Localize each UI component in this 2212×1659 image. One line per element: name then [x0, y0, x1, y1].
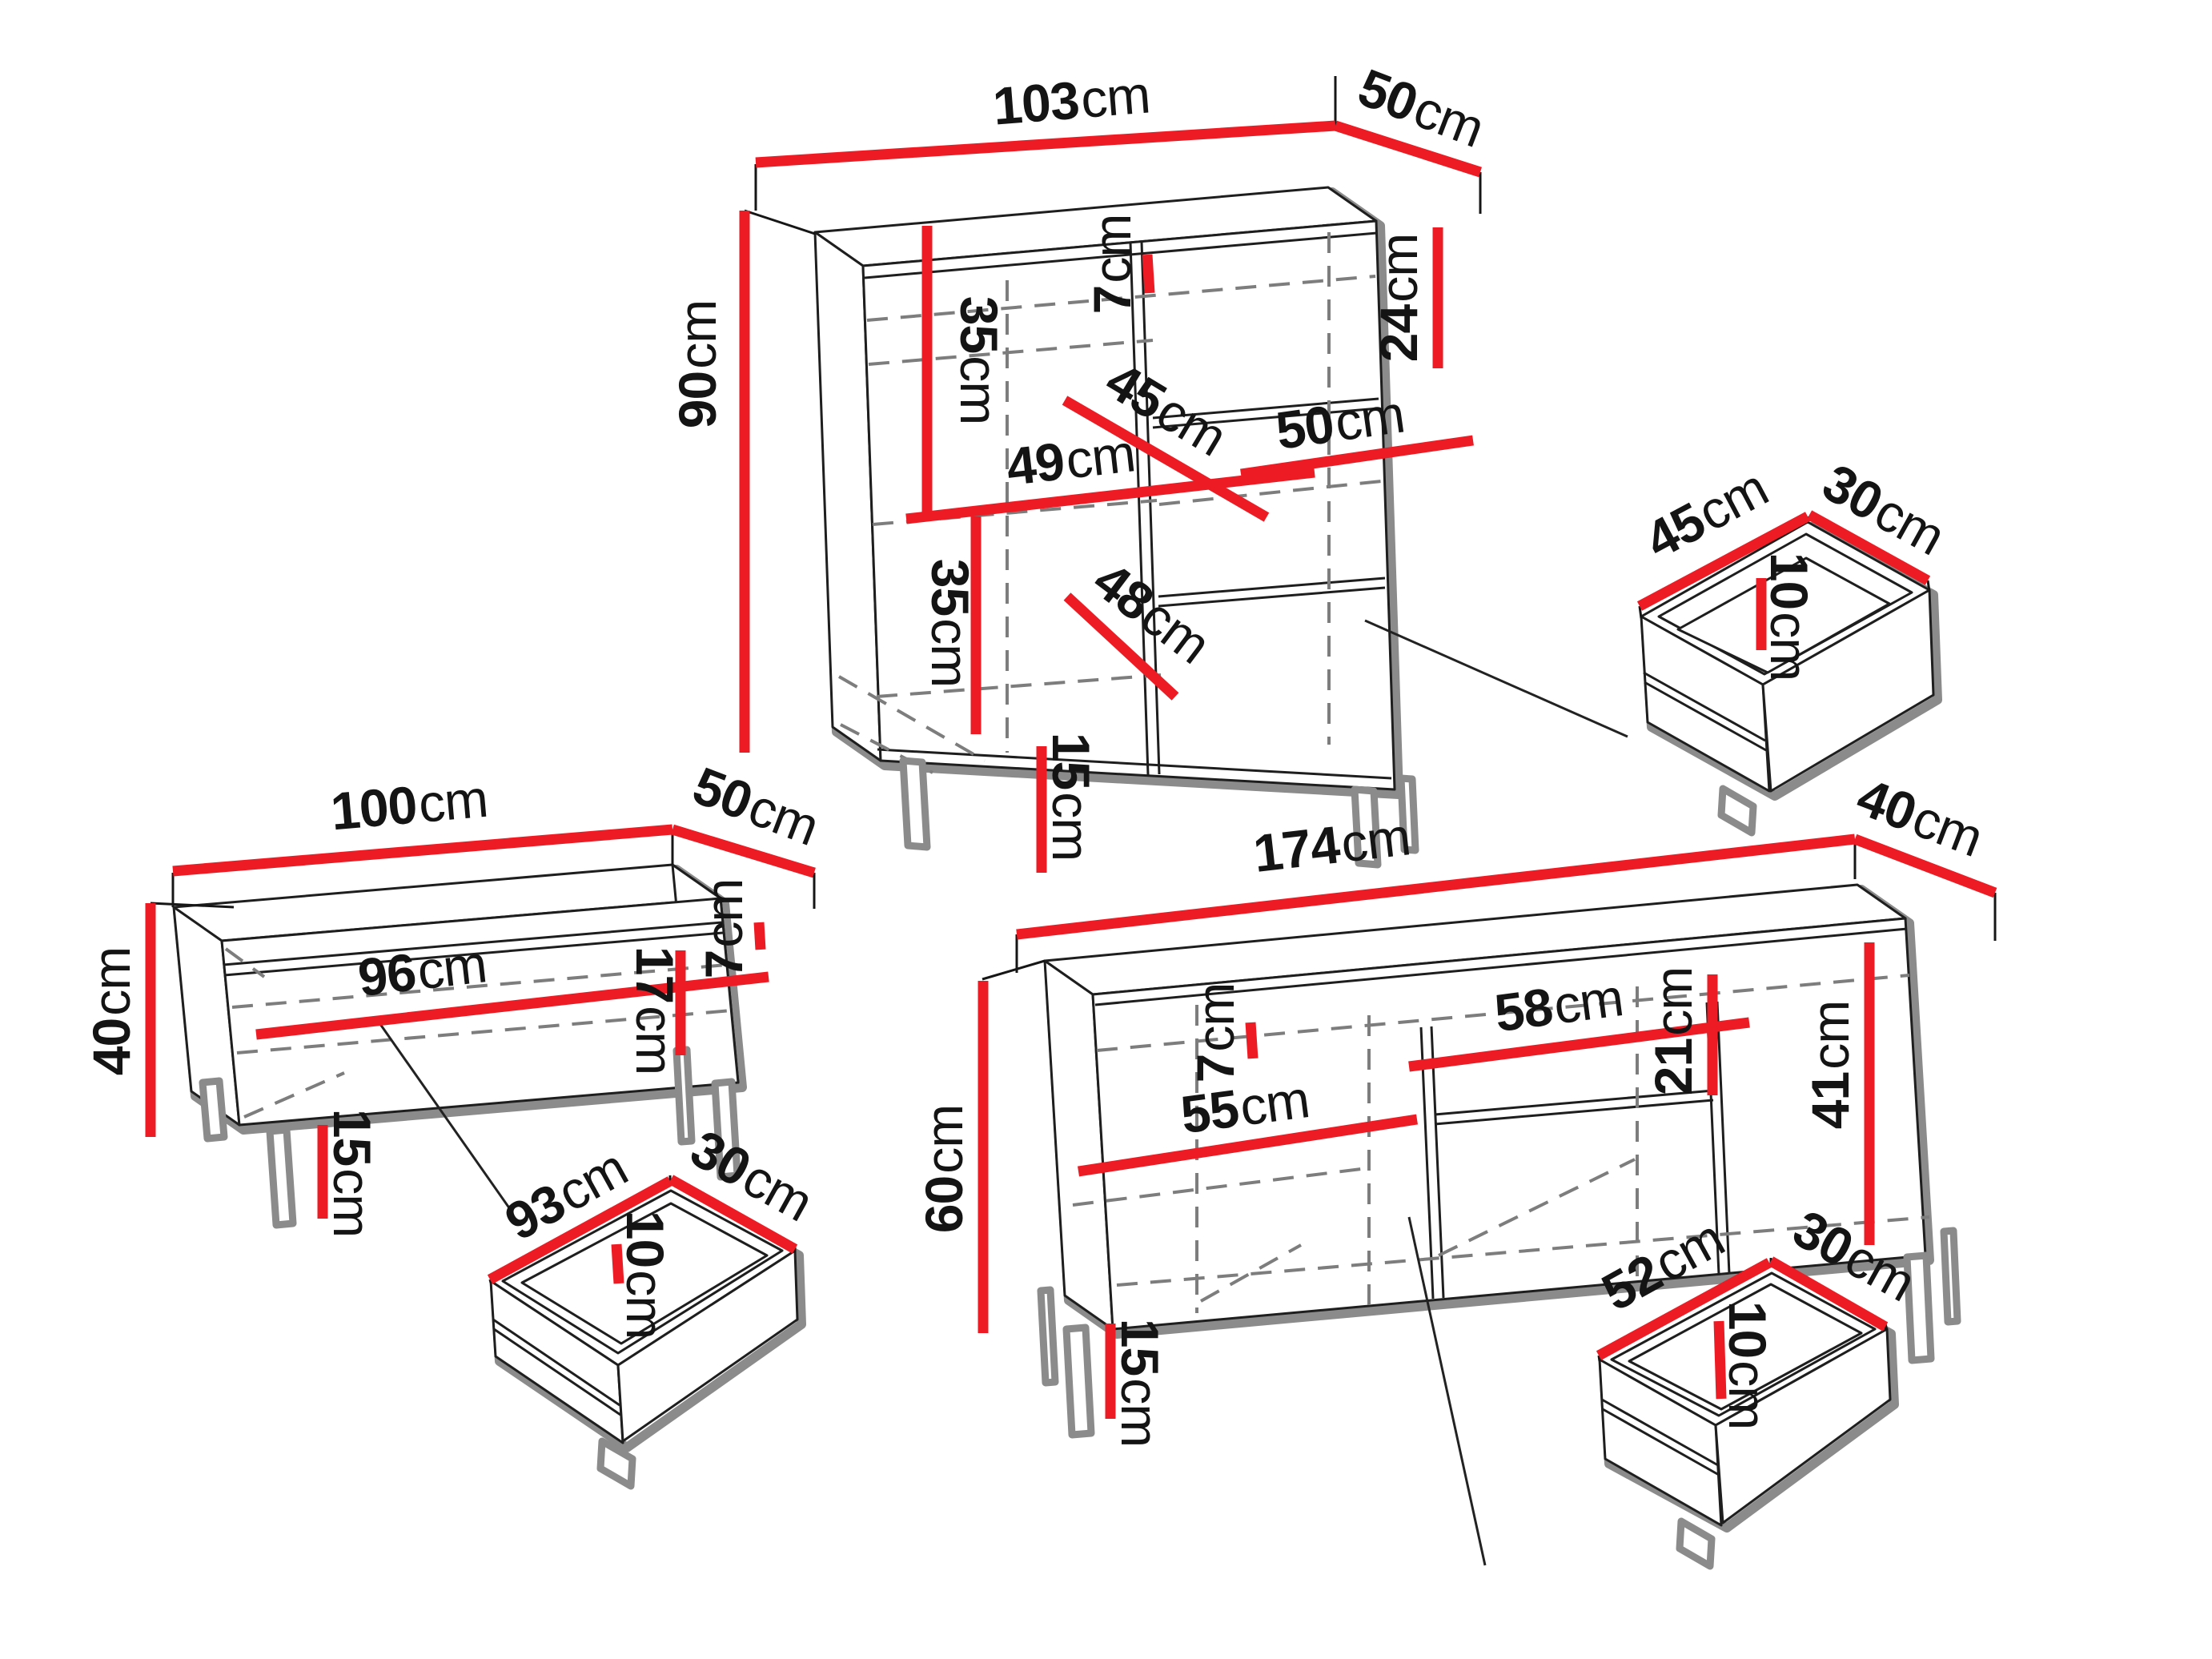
- tv-stand-leg-label: 15cm: [1110, 1319, 1170, 1447]
- sideboard-height-label: 90cm: [668, 300, 727, 428]
- small-drawer-panel-seam: [1643, 671, 1767, 752]
- coffee-table-leg-front-right: [711, 1078, 741, 1181]
- tv-stand-leg-back-left: [1037, 1286, 1059, 1387]
- small-drawer-height-label: 10cm: [1760, 552, 1819, 681]
- medium-drawer-right-panel: [1714, 1328, 1892, 1524]
- coffee-table-hidden-lines: [224, 947, 733, 1119]
- sideboard-leg-back: [1397, 774, 1419, 854]
- sideboard-top-drawer-label: 24cm: [1369, 234, 1428, 362]
- tv-stand-middle-width-dimension-line: [1408, 1017, 1750, 1072]
- coffee-table-slab-seam: [223, 921, 724, 977]
- coffee-table-width-label: 100cm: [328, 769, 490, 842]
- coffee-table-witness-lines: [150, 831, 816, 909]
- tv-stand-height-label: 60cm: [914, 1105, 974, 1233]
- tv-stand: 174cm 40cm 60cm 7cm 58cm 21cm 41cm 55cm …: [914, 766, 1997, 1566]
- medium-drawer-depth-dimension-line: [1768, 1256, 1889, 1332]
- tv-stand-drawer-seam: [1434, 1089, 1714, 1126]
- tv-stand-middle-width-label: 58cm: [1491, 967, 1627, 1042]
- sideboard-witness-lines: [744, 76, 1482, 235]
- coffee-table-depth-dimension-line: [671, 824, 816, 878]
- tv-stand-depth-dimension-line: [1853, 834, 1997, 898]
- tv-stand-leg-front-left: [1062, 1324, 1095, 1439]
- sideboard-drawer-seams: [1152, 397, 1386, 608]
- sideboard-hidden-verticals: [1006, 232, 1331, 753]
- long-drawer-height-label: 10cm: [616, 1211, 675, 1339]
- tv-stand-drawer-height-label: 21cm: [1644, 967, 1703, 1095]
- coffee-table-inner-height-label: 17cm: [625, 946, 684, 1075]
- long-drawer-depth-dimension-line: [668, 1175, 798, 1254]
- long-drawer-bottom: [520, 1202, 769, 1345]
- sideboard-top-inset-dimension-line: [1142, 254, 1155, 294]
- long-drawer: 93cm 30cm 10cm: [487, 1119, 822, 1490]
- small-drawer-depth-dimension-line: [1806, 510, 1931, 585]
- medium-drawer: 52cm 30cm 10cm: [1592, 1199, 1925, 1570]
- tv-stand-hidden-depth-lines: [1072, 1158, 1930, 1303]
- tv-stand-door-width-dimension-line: [1078, 1114, 1418, 1177]
- coffee-table-leg-back-left: [199, 1077, 228, 1143]
- tv-stand-door-inner-height-label: 41cm: [1801, 1001, 1860, 1129]
- small-drawer-right-panel: [1761, 588, 1935, 793]
- long-drawer-right-panel: [616, 1249, 799, 1443]
- sideboard-drawer-width-label: 50cm: [1272, 384, 1407, 460]
- small-drawer-front-panel: [1640, 615, 1771, 793]
- medium-drawer-height-label: 10cm: [1718, 1301, 1777, 1429]
- coffee-table-leg-front-left: [266, 1126, 297, 1229]
- sideboard-leg-left: [899, 757, 931, 851]
- connector-sideboard-to-small-drawer: [1364, 619, 1628, 738]
- sideboard-upper-section-label: 35cm: [949, 296, 1009, 424]
- sideboard-depth-label: 50cm: [1351, 57, 1491, 159]
- sideboard-depth-dimension-line: [1334, 120, 1482, 178]
- tv-stand-leg-front-right: [1903, 1251, 1935, 1364]
- small-drawer-foot: [1717, 785, 1757, 837]
- small-drawer: 45cm 30cm 10cm: [1636, 452, 1954, 837]
- sideboard: 103cm 50cm 90cm 7cm 35cm 24cm 45cm 49cm …: [668, 57, 1628, 873]
- medium-drawer-panel-seam: [1601, 1398, 1720, 1476]
- medium-drawer-height-dimension-line: [1713, 1320, 1727, 1400]
- sideboard-bottom-edge-line: [877, 748, 1392, 780]
- tv-stand-top-inset-label: 7cm: [1186, 983, 1245, 1083]
- coffee-table-inner-width-label: 96cm: [355, 934, 490, 1007]
- sideboard-top-inset-label: 7cm: [1082, 215, 1142, 315]
- tv-stand-top-inset-dimension-line: [1245, 1022, 1259, 1059]
- tv-stand-width-dimension-line: [1016, 834, 1856, 940]
- sideboard-hidden-top-line: [866, 275, 1376, 322]
- tv-stand-section-dividers: [1419, 1001, 1731, 1299]
- coffee-table-leg-label: 15cm: [323, 1109, 382, 1237]
- medium-drawer-foot: [1676, 1517, 1716, 1570]
- tv-stand-witness-lines: [982, 839, 1997, 981]
- tv-stand-depth-label: 40cm: [1849, 766, 1990, 868]
- tv-stand-top-edge-line: [1094, 927, 1908, 1006]
- tv-stand-leg-back-right: [1940, 1227, 1961, 1326]
- sideboard-width-label: 103cm: [991, 64, 1152, 135]
- tv-stand-hidden-top-line: [1096, 974, 1910, 1052]
- tv-stand-door-width-label: 55cm: [1178, 1069, 1313, 1144]
- coffee-table-top-inset-label: 7cm: [694, 879, 753, 979]
- sideboard-drawer-width-dimension-line: [1240, 435, 1474, 480]
- sideboard-shelf-diagonal-dimension-line: [1062, 396, 1270, 522]
- sideboard-shelf-width-dimension-line: [905, 467, 1315, 524]
- sideboard-lower-section-label: 35cm: [921, 559, 980, 687]
- sideboard-top-edge-line: [864, 231, 1378, 279]
- connector-tv-stand-to-medium-drawer: [1407, 1216, 1487, 1566]
- sideboard-lower-diagonal-dimension-line: [1063, 592, 1179, 701]
- coffee-table-width-dimension-line: [172, 824, 673, 877]
- coffee-table-height-label: 40cm: [82, 947, 141, 1075]
- sideboard-leg-right: [1351, 785, 1382, 869]
- sideboard-leg-label: 15cm: [1042, 733, 1101, 861]
- connector-table-to-long-drawer: [375, 1018, 512, 1210]
- long-drawer-foot: [596, 1437, 636, 1490]
- medium-drawer-width-dimension-line: [1596, 1258, 1772, 1360]
- long-drawer-width-dimension-line: [487, 1176, 673, 1284]
- small-drawer-width-dimension-line: [1636, 512, 1811, 611]
- sideboard-width-dimension-line: [755, 120, 1336, 168]
- long-drawer-panel-seam: [492, 1318, 621, 1416]
- medium-drawer-bottom: [1628, 1283, 1863, 1411]
- long-drawer-height-dimension-line: [611, 1243, 624, 1284]
- tv-stand-width-label: 174cm: [1251, 806, 1413, 883]
- sideboard-front-face: [861, 219, 1396, 791]
- sideboard-shelf-width-label: 49cm: [1004, 423, 1138, 496]
- coffee-table-top-inset-dimension-line: [753, 922, 766, 950]
